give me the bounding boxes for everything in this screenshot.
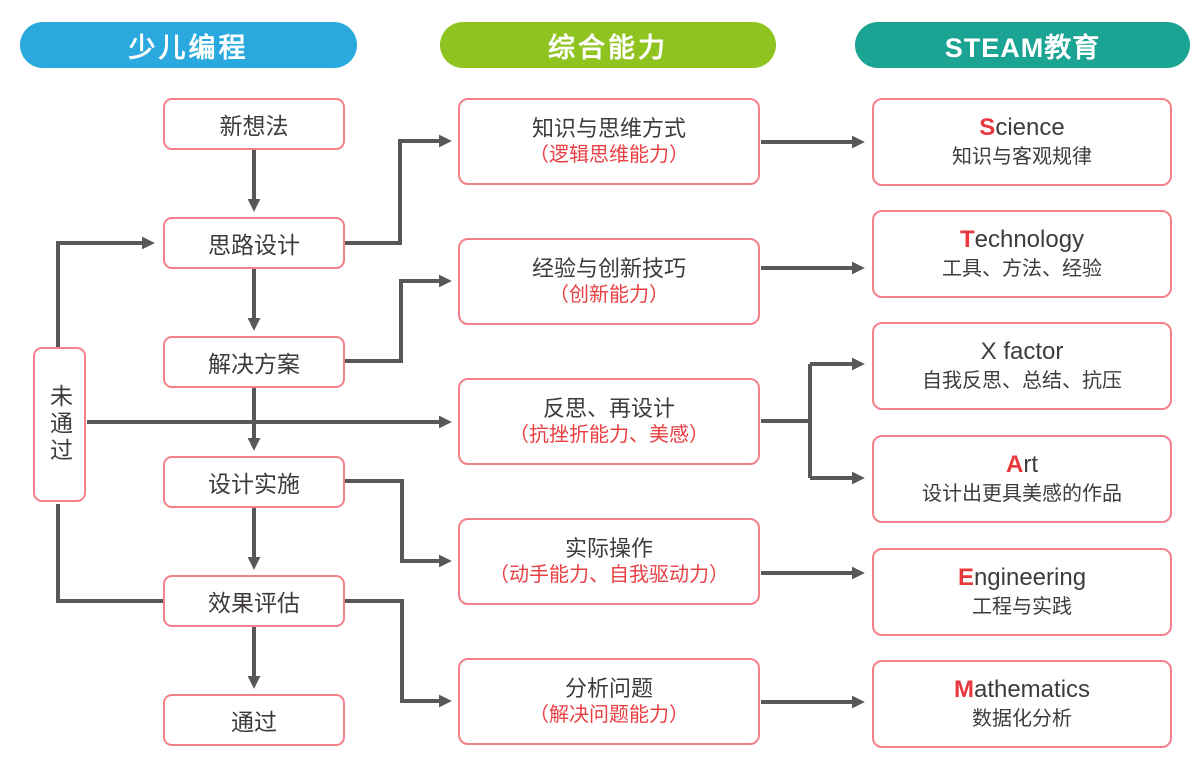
steam-box-xfactor: X factor 自我反思、总结、抗压 <box>872 322 1172 410</box>
steam-box-science: Science 知识与客观规律 <box>872 98 1172 186</box>
flow-step-pass: 通过 <box>163 694 345 746</box>
steam-subtitle: 自我反思、总结、抗压 <box>922 370 1122 393</box>
line-evaluation-to-fail <box>56 504 164 603</box>
flow-step-evaluation: 效果评估 <box>163 575 345 627</box>
steam-initial-letter: A <box>1005 450 1024 478</box>
steam-title: Art <box>1006 451 1038 480</box>
ability-title: 分析问题 <box>564 675 653 701</box>
ability-subtitle: （动手能力、自我驱动力） <box>489 564 729 587</box>
pill-kids-coding: 少儿编程 <box>20 22 357 68</box>
steam-box-art: Art 设计出更具美感的作品 <box>872 435 1172 523</box>
steam-title: Engineering <box>958 564 1086 593</box>
steam-initial-letter: E <box>957 563 974 591</box>
ability-subtitle: （解决问题能力） <box>529 704 689 727</box>
ability-title: 经验与创新技巧 <box>531 255 686 281</box>
pill-steam-education: STEAM教育 <box>855 22 1190 68</box>
flow-step-solution: 解决方案 <box>163 336 345 388</box>
arrow-implementation-to-operation <box>345 479 452 568</box>
steam-title: Technology <box>960 226 1084 255</box>
ability-title: 反思、再设计 <box>542 395 675 421</box>
steam-word-rest: factor <box>996 337 1064 365</box>
arrow-evaluation-to-analysis <box>345 599 452 708</box>
steam-box-technology: Technology 工具、方法、经验 <box>872 210 1172 298</box>
steam-title: Mathematics <box>954 676 1090 705</box>
steam-title: Science <box>979 114 1064 143</box>
steam-subtitle: 工程与实践 <box>972 596 1072 619</box>
flow-fail-box: 未通过 <box>33 347 86 502</box>
steam-initial-letter: T <box>959 225 975 253</box>
ability-box-problem-analysis: 分析问题 （解决问题能力） <box>458 658 760 745</box>
arrow-fail-to-ideadesign <box>56 236 155 347</box>
ability-box-reflect-redesign: 反思、再设计 （抗挫折能力、美感） <box>458 378 760 465</box>
steam-title: X factor <box>981 338 1064 367</box>
ability-box-experience-innovation: 经验与创新技巧 （创新能力） <box>458 238 760 325</box>
steam-subtitle: 数据化分析 <box>972 708 1072 731</box>
flow-step-implementation: 设计实施 <box>163 456 345 508</box>
steam-initial-letter: M <box>953 675 974 703</box>
steam-subtitle: 工具、方法、经验 <box>942 258 1102 281</box>
steam-word-rest: cience <box>995 113 1065 141</box>
pill-comprehensive-ability: 综合能力 <box>440 22 776 68</box>
ability-subtitle: （创新能力） <box>549 284 669 307</box>
ability-subtitle: （抗挫折能力、美感） <box>509 424 709 447</box>
arrow-ideadesign-to-knowledge <box>345 134 452 245</box>
arrow-solution-to-experience <box>345 274 452 363</box>
ability-subtitle: （逻辑思维能力） <box>529 144 689 167</box>
ability-title: 实际操作 <box>564 535 653 561</box>
steam-word-rest: rt <box>1023 450 1038 478</box>
steam-subtitle: 知识与客观规律 <box>952 146 1092 169</box>
steam-box-mathematics: Mathematics 数据化分析 <box>872 660 1172 748</box>
flow-step-new-idea: 新想法 <box>163 98 345 150</box>
ability-title: 知识与思维方式 <box>531 115 686 141</box>
steam-word-rest: echnology <box>974 225 1085 253</box>
steam-initial-letter: X <box>980 337 997 365</box>
steam-subtitle: 设计出更具美感的作品 <box>922 483 1122 506</box>
steam-box-engineering: Engineering 工程与实践 <box>872 548 1172 636</box>
steam-initial-letter: S <box>979 113 996 141</box>
ability-box-practical-operation: 实际操作 （动手能力、自我驱动力） <box>458 518 760 605</box>
steam-word-rest: athematics <box>973 675 1091 703</box>
flow-step-idea-design: 思路设计 <box>163 217 345 269</box>
ability-box-knowledge-thinking: 知识与思维方式 （逻辑思维能力） <box>458 98 760 185</box>
steam-word-rest: ngineering <box>973 563 1087 591</box>
